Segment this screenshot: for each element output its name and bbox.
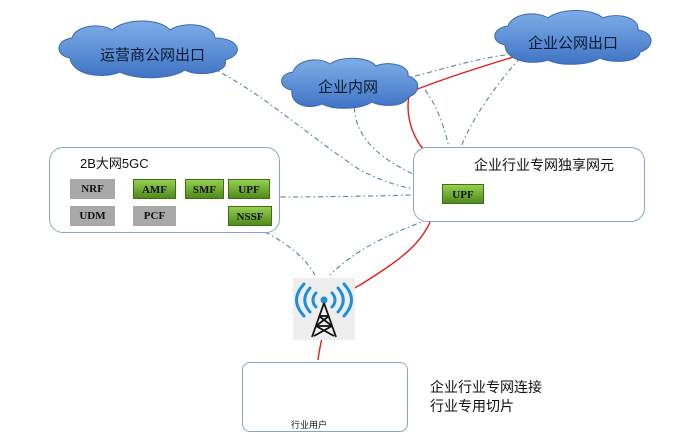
link-public-to-intranet — [399, 54, 506, 81]
link-box-to-tower — [329, 214, 441, 276]
cloud-operator-exit-label: 运营商公网出口 — [100, 47, 206, 64]
cloud-enterprise-intranet-label: 企业内网 — [318, 79, 379, 96]
nf-pcf: PCF — [133, 206, 176, 226]
nf-amf: AMF — [133, 179, 176, 199]
nf-udm: UDM — [70, 206, 115, 226]
link-public-to-box — [459, 57, 521, 151]
caption: 企业行业专网连接 行业专用切片 — [430, 378, 542, 416]
cloud-enterprise-intranet — [281, 57, 419, 109]
nf-nrf: NRF — [70, 179, 115, 199]
core-network-box: 2B大网5GC NRF AMF SMF UPF UDM PCF NSSF — [49, 147, 280, 233]
nf-nssf: NSSF — [228, 206, 272, 226]
link-intranet-to-upf — [353, 94, 441, 186]
core-network-title: 2B大网5GC — [80, 156, 149, 171]
link-intranet-down — [424, 89, 456, 186]
caption-line-2: 行业专用切片 — [430, 398, 514, 414]
dedicated-network-box: 企业行业专网独享网元 UPF — [413, 147, 645, 222]
cloud-enterprise-public-exit — [494, 10, 652, 65]
nf-upf: UPF — [228, 179, 270, 199]
user-box: 行业用户 — [242, 362, 408, 432]
user-label: 行业用户 — [291, 420, 328, 430]
nf-dedicated-upf: UPF — [442, 184, 484, 204]
nf-smf: SMF — [185, 179, 224, 199]
cloud-enterprise-public-exit-label: 企业公网出口 — [528, 35, 619, 52]
link-core-to-tower — [264, 231, 316, 276]
radio-tower-icon — [293, 278, 355, 340]
dedicated-network-title: 企业行业专网独享网元 — [474, 157, 614, 173]
caption-line-1: 企业行业专网连接 — [430, 379, 542, 395]
link-operator-to-upf — [199, 61, 441, 193]
cloud-operator-exit — [58, 20, 238, 79]
